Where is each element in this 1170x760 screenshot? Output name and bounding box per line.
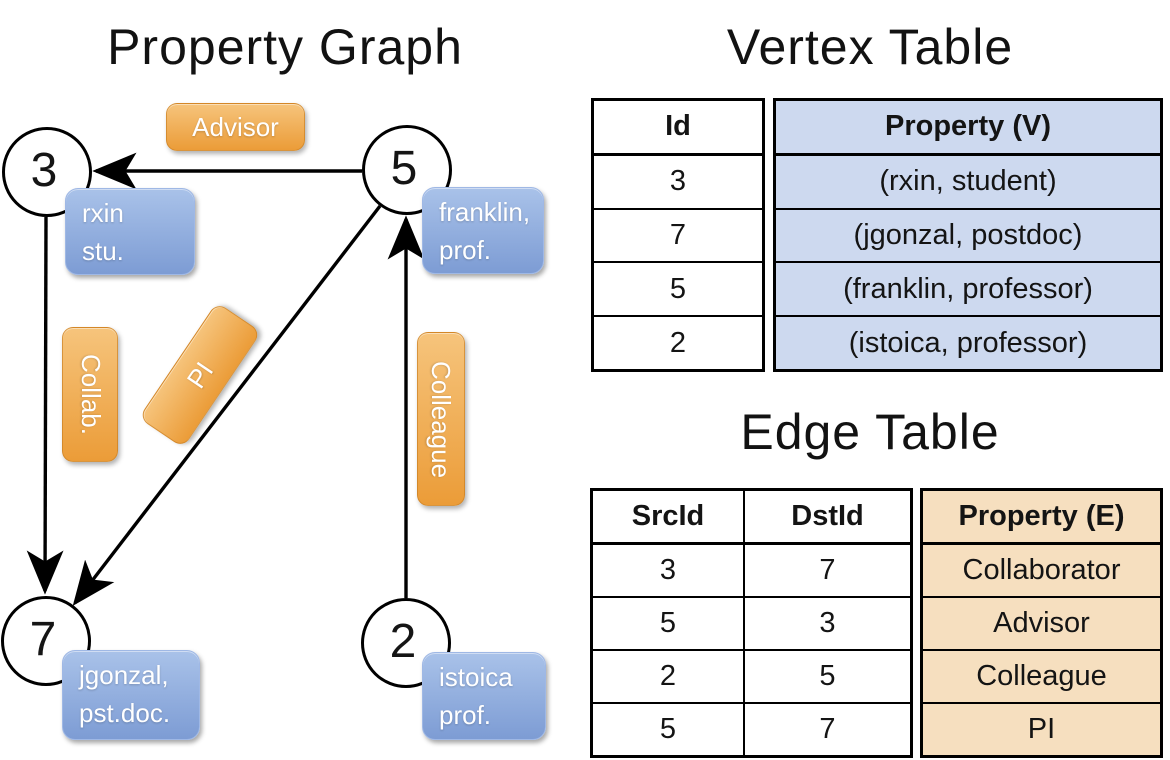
node-2-id: 2 bbox=[389, 614, 417, 668]
edge-table-dstid-cell: 5 bbox=[743, 651, 910, 702]
vertex-table-property-cell: (istoica, professor) bbox=[848, 326, 1088, 359]
vertex-property-box-istoica: istoica prof. bbox=[422, 652, 546, 740]
node-5-id: 5 bbox=[390, 141, 418, 195]
property-graph-title: Property Graph bbox=[107, 19, 463, 75]
vertex-property-line: rxin bbox=[82, 198, 124, 228]
vertex-table-property-header: Property (V) bbox=[776, 101, 1160, 156]
edge-table-property-cell: PI bbox=[1027, 713, 1056, 745]
edge-table-dstid-cell: 7 bbox=[743, 704, 910, 755]
edge-table-id-columns: SrcId DstId 3 7 5 3 2 5 5 7 bbox=[590, 488, 913, 758]
vertex-table-property-cell: (rxin, student) bbox=[776, 156, 1160, 210]
edge-table-property-cell: Colleague bbox=[923, 651, 1160, 704]
vertex-property-line: franklin, bbox=[439, 197, 531, 227]
edge-label-text: Colleague bbox=[426, 360, 457, 478]
vertex-property-box-rxin: rxin stu. bbox=[65, 188, 195, 275]
edge-table-property-column: Property (E) Collaborator Advisor Collea… bbox=[920, 488, 1163, 758]
vertex-table-id-header: Id bbox=[594, 101, 762, 156]
vertex-property-line: stu. bbox=[82, 236, 124, 266]
edge-table-srcid-cell: 5 bbox=[659, 713, 677, 745]
edge-table-dstid-header: DstId bbox=[743, 491, 910, 542]
edge-table-property-cell: Collaborator bbox=[923, 545, 1160, 598]
vertex-property-line: prof. bbox=[439, 700, 492, 730]
vertex-table-property-cell: (franklin, professor) bbox=[776, 263, 1160, 318]
vertex-table-property-column: Property (V) (rxin, student) (jgonzal, p… bbox=[773, 98, 1163, 372]
vertex-property-line: istoica bbox=[439, 662, 513, 692]
edge-table-srcid-cell: 3 bbox=[659, 554, 677, 586]
vertex-property-box-jgonzal: jgonzal, pst.doc. bbox=[62, 650, 200, 740]
edge-label-collab: Collab. bbox=[62, 327, 118, 462]
vertex-table-id-cell: 5 bbox=[594, 263, 762, 318]
edge-label-colleague: Colleague bbox=[417, 332, 465, 506]
edge-table-property-cell: Advisor bbox=[923, 598, 1160, 651]
vertex-property-line: pst.doc. bbox=[79, 698, 171, 728]
vertex-property-line: prof. bbox=[439, 235, 492, 265]
vertex-table-id-cell: 7 bbox=[594, 210, 762, 264]
edge-table-property-header: Property (E) bbox=[923, 491, 1160, 545]
graph-node-5: 5 bbox=[362, 125, 452, 215]
edge-label-text: Advisor bbox=[192, 111, 279, 142]
vertex-table-id-column: Id 3 7 5 2 bbox=[591, 98, 765, 372]
edge-line-5-to-7 bbox=[72, 204, 382, 606]
edge-table-srcid-cell: 5 bbox=[659, 607, 677, 639]
vertex-property-box-franklin: franklin, prof. bbox=[422, 187, 544, 274]
graph-node-2: 2 bbox=[361, 598, 451, 688]
vertex-table-id-cell: 3 bbox=[594, 156, 762, 210]
graph-edges-svg bbox=[26, 152, 425, 606]
edge-label-advisor: Advisor bbox=[166, 103, 305, 151]
edge-line-3-to-7 bbox=[26, 216, 64, 595]
edge-table-dstid-cell: 7 bbox=[743, 545, 910, 596]
vertex-table-property-cell: (jgonzal, postdoc) bbox=[776, 210, 1160, 264]
vertex-table-title: Vertex Table bbox=[726, 19, 1014, 75]
node-3-id: 3 bbox=[30, 143, 58, 197]
vertex-property-line: jgonzal, bbox=[79, 660, 169, 690]
edge-table-title: Edge Table bbox=[740, 404, 1000, 460]
edge-table-dstid-cell: 3 bbox=[743, 598, 910, 649]
edge-table-srcid-header: SrcId bbox=[631, 500, 705, 532]
edge-label-text: Collab. bbox=[75, 354, 106, 435]
vertex-table-id-cell: 2 bbox=[669, 326, 687, 359]
edge-label-text: PI bbox=[180, 356, 219, 394]
edge-table-srcid-cell: 2 bbox=[659, 660, 677, 692]
node-7-id: 7 bbox=[29, 612, 57, 666]
